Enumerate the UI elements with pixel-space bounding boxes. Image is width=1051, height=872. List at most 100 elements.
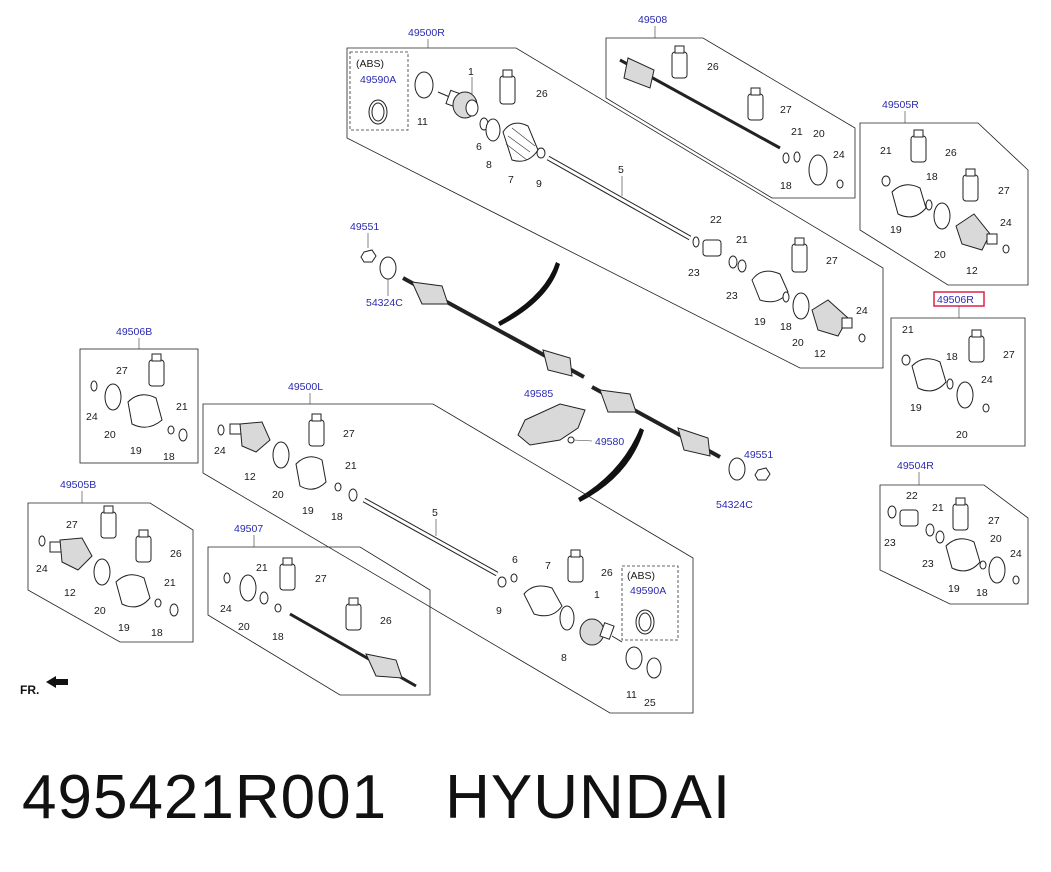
svg-text:12: 12 [814, 348, 826, 360]
svg-text:27: 27 [66, 519, 78, 531]
svg-text:8: 8 [486, 159, 492, 171]
svg-text:25: 25 [644, 697, 656, 709]
svg-text:20: 20 [813, 128, 825, 140]
panel-49507 [207, 546, 431, 696]
svg-text:9: 9 [536, 178, 542, 190]
svg-text:24: 24 [1000, 217, 1012, 229]
abs-ring-ref[interactable]: 49590A [360, 74, 396, 86]
svg-text:11: 11 [417, 116, 428, 128]
svg-text:23: 23 [726, 290, 738, 302]
svg-text:24: 24 [214, 445, 226, 457]
svg-text:26: 26 [170, 548, 182, 560]
svg-text:19: 19 [130, 445, 142, 457]
group-label-49508[interactable]: 49508 [638, 14, 667, 26]
svg-text:21: 21 [256, 562, 268, 574]
svg-text:27: 27 [998, 185, 1010, 197]
svg-text:20: 20 [934, 249, 946, 261]
grease-tube-icon [499, 75, 516, 105]
svg-text:12: 12 [966, 265, 978, 277]
outer-cv-joint-icon [437, 89, 479, 119]
svg-text:18: 18 [272, 631, 284, 643]
inner-boot-icon [751, 270, 789, 303]
inner-cv-joint-icon [811, 299, 853, 337]
svg-text:18: 18 [780, 180, 792, 192]
svg-text:1: 1 [468, 66, 474, 78]
svg-text:21: 21 [932, 502, 944, 514]
group-label-49580[interactable]: 49580 [595, 436, 624, 448]
svg-text:12: 12 [64, 587, 76, 599]
svg-text:22: 22 [906, 490, 918, 502]
svg-text:8: 8 [561, 652, 567, 664]
svg-text:26: 26 [536, 88, 548, 100]
svg-text:11: 11 [626, 689, 637, 701]
svg-text:24: 24 [833, 149, 845, 161]
brand-name: HYUNDAI [445, 763, 732, 832]
svg-text:7: 7 [508, 174, 514, 186]
svg-text:20: 20 [238, 621, 250, 633]
bolt-icon [567, 436, 575, 444]
panel-49508 [605, 37, 856, 199]
svg-text:19: 19 [302, 505, 314, 517]
group-label-49551-top[interactable]: 49551 [350, 221, 379, 233]
abs-box-left [621, 565, 679, 641]
svg-text:24: 24 [220, 603, 232, 615]
group-label-49505B[interactable]: 49505B [60, 479, 96, 491]
direction-arrow-icon [46, 676, 68, 688]
group-label-49506B[interactable]: 49506B [116, 326, 152, 338]
assembled-shaft-icon [402, 276, 721, 459]
svg-text:20: 20 [792, 337, 804, 349]
abs-box-right [349, 51, 409, 131]
group-label-49504R[interactable]: 49504R [897, 460, 934, 472]
svg-text:5: 5 [432, 507, 438, 519]
svg-text:19: 19 [890, 224, 902, 236]
svg-text:12: 12 [244, 471, 256, 483]
svg-text:27: 27 [116, 365, 128, 377]
svg-text:24: 24 [856, 305, 868, 317]
svg-text:18: 18 [331, 511, 343, 523]
svg-text:20: 20 [956, 429, 968, 441]
damper-icon [702, 239, 722, 257]
svg-text:21: 21 [736, 234, 748, 246]
svg-text:24: 24 [981, 374, 993, 386]
washer-icon [379, 256, 397, 280]
svg-text:19: 19 [910, 402, 922, 414]
panel-49500L [202, 403, 694, 714]
svg-text:9: 9 [496, 605, 502, 617]
svg-text:21: 21 [345, 460, 357, 472]
group-label-49500L[interactable]: 49500L [288, 381, 323, 393]
group-label-49551-bottom[interactable]: 49551 [744, 449, 773, 461]
abs-label: (ABS) [356, 58, 384, 70]
svg-text:27: 27 [988, 515, 1000, 527]
group-label-49505R[interactable]: 49505R [882, 99, 919, 111]
panel-49500R [346, 47, 884, 369]
group-label-49506R[interactable]: 49506R [937, 294, 974, 306]
svg-text:18: 18 [163, 451, 175, 463]
svg-text:21: 21 [791, 126, 803, 138]
svg-text:27: 27 [343, 428, 355, 440]
panel-49505R [859, 122, 1029, 286]
svg-text:18: 18 [946, 351, 958, 363]
svg-text:23: 23 [922, 558, 934, 570]
svg-text:1: 1 [594, 589, 600, 601]
direction-label: FR. [20, 683, 39, 697]
group-label-54324C-top[interactable]: 54324C [366, 297, 403, 309]
svg-text:26: 26 [945, 147, 957, 159]
group-label-49585[interactable]: 49585 [524, 388, 553, 400]
svg-text:26: 26 [601, 567, 613, 579]
svg-text:18: 18 [151, 627, 163, 639]
svg-text:26: 26 [707, 61, 719, 73]
outer-cv-joint-left-icon [579, 618, 623, 646]
svg-text:18: 18 [926, 171, 938, 183]
svg-text:21: 21 [902, 324, 914, 336]
svg-text:19: 19 [948, 583, 960, 595]
group-label-49507[interactable]: 49507 [234, 523, 263, 535]
svg-text:23: 23 [884, 537, 896, 549]
inner-cv-joint-left-icon [229, 421, 271, 453]
svg-text:20: 20 [990, 533, 1002, 545]
svg-text:20: 20 [94, 605, 106, 617]
group-label-49500R[interactable]: 49500R [408, 27, 445, 39]
svg-text:49590A: 49590A [630, 585, 666, 597]
driveshaft-exploded-diagram: 49500R (ABS) 49590A 11 1 26 6 8 7 9 5 22… [20, 14, 1029, 714]
group-label-54324C-bottom[interactable]: 54324C [716, 499, 753, 511]
